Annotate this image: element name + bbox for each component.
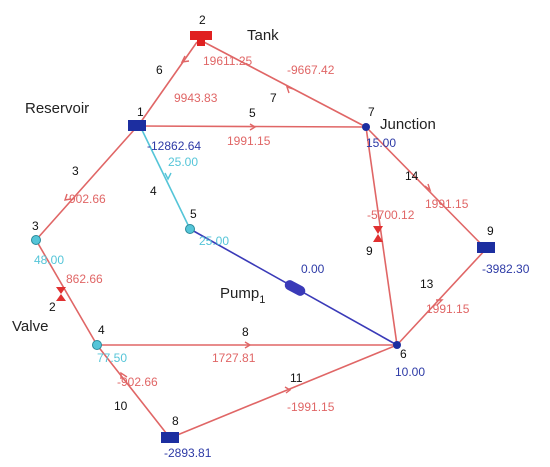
arrow-pipe-13-icon [436,299,444,306]
junction-name: Junction [380,116,436,133]
node-id-2: 2 [199,13,206,27]
tank-icon [190,31,212,40]
junction-5-icon[interactable] [185,224,195,234]
link-id-13: 13 [420,277,434,291]
valve-icon [373,226,383,234]
link-id-labels: 2 3 4 5 6 7 8 9 10 11 13 14 [49,63,434,413]
link-id-10: 10 [114,399,128,413]
node-id-7: 7 [368,105,375,119]
reservoir-name: Reservoir [25,100,89,117]
pipe-5[interactable] [137,125,367,128]
pipe-7[interactable] [199,39,367,128]
pipe-14[interactable] [365,126,487,250]
link-value-6: 9943.83 [174,91,218,105]
arrow-pipe-10-icon [120,371,128,379]
node-value-7: 15.00 [366,136,396,150]
valve-icon-lower [373,234,383,242]
junction-4-icon[interactable] [92,340,102,350]
link-id-5: 5 [249,106,256,120]
node-value-4: 77.50 [97,351,127,365]
arrow-pipe-6-icon [180,55,190,63]
flow-arrows [63,55,444,394]
link-id-9: 9 [366,244,373,258]
valve-icon [56,287,66,294]
arrow-pipe-14-icon [424,183,432,193]
node-id-3: 3 [32,219,39,233]
valve-icon-lower [56,294,66,301]
link-id-3: 3 [72,164,79,178]
junction-6-icon[interactable] [393,341,401,349]
pipe-4[interactable] [141,129,191,230]
pump-icon[interactable] [283,278,307,297]
pipes [35,39,487,439]
pipe-3[interactable] [35,129,135,241]
node-id-labels: 1 2 3 4 5 6 7 8 9 [32,13,494,428]
tank-name: Tank [247,27,279,44]
valve-2[interactable] [56,287,66,301]
arrow-pipe-5-icon [249,123,257,131]
link-id-7: 7 [270,91,277,105]
reservoir-1-icon[interactable] [128,120,146,131]
node-id-1: 1 [137,105,144,119]
link-value-14: 1991.15 [425,197,469,211]
node-value-3: 48.00 [34,253,64,267]
pipe-11[interactable] [169,344,398,439]
node-id-9: 9 [487,224,494,238]
pump-flow-value: 0.00 [301,262,325,276]
link-id-14: 14 [405,169,419,183]
link-value-13: 1991.15 [426,302,470,316]
link-id-6: 6 [156,63,163,77]
link-id-2: 2 [49,300,56,314]
arrow-pipe-7-icon [285,85,294,94]
link-value-4: 25.00 [168,155,198,169]
pipe-10[interactable] [96,344,171,439]
arrow-pipe-11-icon [284,386,292,394]
link-value-3: 902.66 [69,192,106,206]
node-value-1: -12862.64 [147,139,201,153]
node-value-9: -3982.30 [482,262,530,276]
pipe-6[interactable] [137,41,198,127]
link-value-5: 1991.15 [227,134,271,148]
pipe-13[interactable] [396,248,487,346]
link-value-7: -9667.42 [287,63,335,77]
arrow-pipe-8-icon [244,341,252,349]
link-value-9: -5700.12 [367,208,415,222]
node-id-4: 4 [98,323,105,337]
node-value-6: 10.00 [395,365,425,379]
pipe-2[interactable] [35,239,98,346]
node-id-8: 8 [172,414,179,428]
node-value-8: -2893.81 [164,446,212,460]
link-value-2: 862.66 [66,272,103,286]
arrow-pipe-3-icon [63,193,72,201]
node-id-6: 6 [400,347,407,361]
link-id-8: 8 [242,325,249,339]
node-id-5: 5 [190,207,197,221]
reservoir-9-icon[interactable] [477,242,495,253]
junction-3-icon[interactable] [31,235,41,245]
link-value-10: -902.66 [117,375,158,389]
pipe-9[interactable] [365,126,398,346]
junction-7-icon[interactable] [362,123,370,131]
valve-name: Valve [12,318,48,335]
tank-value: 19611.25 [203,54,252,68]
link-id-4: 4 [150,184,157,198]
tank-2[interactable] [190,31,212,46]
arrow-pipe-4-icon [164,172,172,181]
node-value-5: 25.00 [199,234,229,248]
reservoir-8-icon[interactable] [161,432,179,443]
link-value-8: 1727.81 [212,351,256,365]
link-value-11: -1991.15 [287,400,335,414]
pump-name: Pump1 [220,285,265,306]
link-id-11: 11 [290,371,303,385]
valve-9[interactable] [373,226,383,242]
